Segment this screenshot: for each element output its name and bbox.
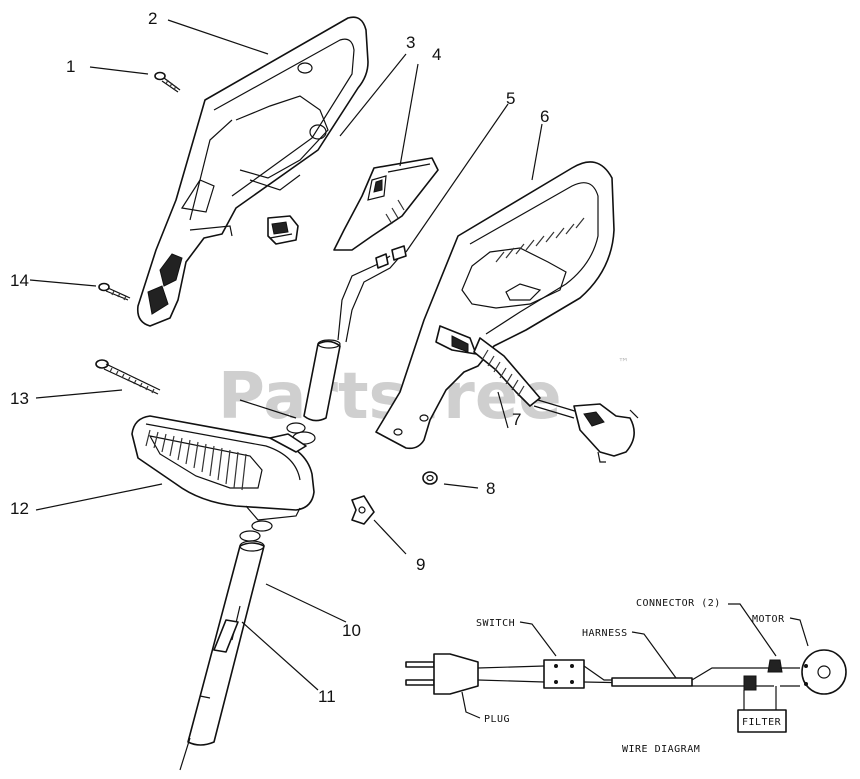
callout-13: 13 [10,389,29,408]
watermark-trademark: ™ [618,356,629,369]
part-2-housing [136,16,369,327]
part-13-screw [95,359,161,395]
label-switch: SWITCH [476,618,515,629]
callout-3: 3 [406,33,415,52]
callout-8: 8 [486,479,495,498]
switch-box [543,659,585,689]
part-1-screw [154,71,181,93]
callout-2: 2 [148,9,157,28]
label-plug: PLUG [484,714,510,725]
plug-prong-bottom [405,679,435,686]
part-14-screw [98,282,131,301]
part-4-trigger [333,157,439,251]
callout-9: 9 [416,555,425,574]
callout-7: 7 [512,410,521,429]
part-10-11-tube [179,520,273,771]
label-connector: CONNECTOR (2) [636,598,721,609]
callout-6: 6 [540,107,549,126]
part-12-handle [131,415,315,521]
connector-bottom [743,675,757,691]
harness-sleeve [611,677,693,687]
part-5-harness [286,245,407,445]
plug-body [433,653,479,695]
wire-diagram-title: WIRE DIAGRAM [622,744,700,755]
callout-4: 4 [432,45,441,64]
label-motor: MOTOR [752,614,785,625]
callout-1: 1 [66,57,75,76]
label-filter: FILTER [742,717,782,728]
label-harness: HARNESS [582,628,628,639]
leader-lines [29,19,543,691]
wire-diagram: SWITCH HARNESS CONNECTOR (2) MOTOR PLUG … [405,598,847,755]
connector-top [767,659,783,673]
part-8-nut [422,471,438,485]
plug-prong-top [405,661,435,668]
callout-10: 10 [342,621,361,640]
motor-circle [801,649,847,695]
filter-box [737,709,787,733]
callout-5: 5 [506,89,515,108]
callout-14: 14 [10,271,29,290]
part-7-cord [435,325,639,463]
callout-numbers: 1 2 3 4 5 6 7 8 9 10 11 12 13 14 [10,9,549,706]
part-9-clip [351,495,375,525]
part-3-switch [267,215,299,245]
part-6-housing [375,161,615,450]
callout-11: 11 [318,687,336,706]
callout-12: 12 [10,499,29,518]
